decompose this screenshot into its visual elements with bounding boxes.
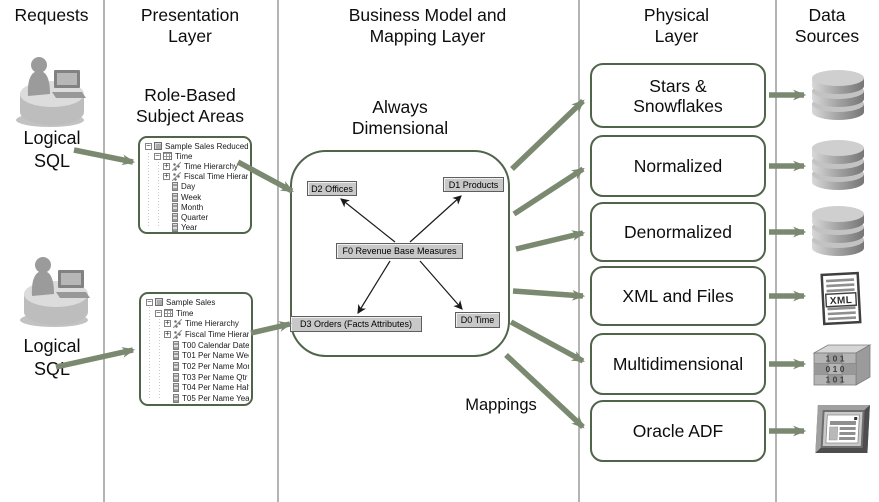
- expander-plus-icon: [163, 162, 170, 170]
- column-icon: [172, 223, 178, 232]
- column-icon: [173, 383, 179, 393]
- physical-box-oracle-adf: Oracle ADF: [590, 400, 766, 462]
- arrow-bmm-to-stars: [510, 99, 585, 171]
- physical-box-denormalized: Denormalized: [590, 202, 766, 262]
- arrow-bmm-to-adf: [504, 352, 585, 430]
- column-divider: [103, 0, 105, 502]
- tree-item: Quarter: [143, 212, 248, 222]
- column-icon: [172, 182, 178, 192]
- arrow-bmm-to-denormalized: [515, 230, 586, 252]
- binary-cube-icon: 1 0 1 0 1 0 1 0 1: [812, 344, 872, 386]
- column-icon: [173, 394, 179, 404]
- column-divider: [775, 0, 777, 502]
- logical-sql-label-1: Logical SQL: [23, 128, 81, 171]
- physical-box-normalized: Normalized: [590, 135, 766, 197]
- tree-item: T02 Per Name Month: [144, 361, 249, 372]
- tree-item: Time: [144, 308, 249, 319]
- tree-item: T04 Per Name Half: [144, 383, 249, 394]
- tree-item: Fiscal Time Hierarchy: [143, 172, 248, 182]
- tree-item: T03 Per Name Qtr: [144, 372, 249, 383]
- column-icon: [172, 202, 178, 212]
- arrow-bmm-to-multidimensional: [509, 319, 585, 364]
- tree-item: Time Hierarchy: [143, 161, 248, 171]
- expander-plus-icon: [164, 330, 171, 338]
- tree-item: Time Hierarchy: [144, 318, 249, 329]
- tree-item: Week: [143, 192, 248, 202]
- mappings-label: Mappings: [465, 396, 537, 414]
- header-data-sources: Data Sources: [794, 5, 860, 46]
- tree-item: Day: [143, 182, 248, 192]
- subject-area-icon: [154, 142, 162, 151]
- tree-item: Month: [143, 202, 248, 212]
- tree-guide-line: [158, 161, 159, 226]
- physical-box-multidimensional: Multidimensional: [590, 333, 766, 395]
- tree-item: Year: [143, 223, 248, 232]
- column-icon: [173, 340, 179, 350]
- binary-digits-row: 1 0 1: [826, 375, 845, 385]
- database-icon: [810, 206, 866, 256]
- column-icon: [172, 212, 178, 222]
- xml-file-icon: XML: [820, 271, 862, 326]
- header-physical-layer: Physical Layer: [643, 5, 710, 46]
- user-at-computer-icon: [16, 57, 86, 127]
- arrow-bmm-to-xml: [512, 288, 586, 301]
- column-icon: [173, 361, 179, 371]
- header-presentation-layer: Presentation Layer: [140, 5, 240, 46]
- subject-area-tree-1: Sample Sales Reduced Time Time Hierarchy…: [138, 136, 252, 234]
- tree-guide-line: [159, 318, 160, 398]
- role-based-subject-areas-label: Role-Based Subject Areas: [136, 85, 244, 126]
- header-business-model-mapping-layer: Business Model and Mapping Layer: [348, 5, 507, 46]
- tree-item: T05 Per Name Year: [144, 393, 249, 404]
- arrow-bmm-to-normalized: [512, 166, 585, 217]
- xml-text: XML: [830, 295, 853, 307]
- entity-d1-products: D1 Products: [443, 177, 504, 192]
- column-icon: [173, 372, 179, 382]
- entity-d0-time: D0 Time: [455, 312, 500, 328]
- expander-minus-icon: [145, 142, 152, 150]
- column-divider: [277, 0, 279, 502]
- hierarchy-icon: [172, 161, 181, 171]
- database-icon: [810, 70, 866, 120]
- entity-d2-offices: D2 Offices: [307, 181, 357, 196]
- table-icon: [163, 152, 172, 161]
- expander-minus-icon: [146, 298, 153, 306]
- tree-guide-line: [149, 307, 150, 398]
- column-icon: [172, 192, 178, 202]
- logical-sql-label-2: Logical SQL: [23, 336, 81, 379]
- hierarchy-icon: [173, 329, 182, 339]
- adf-screen-icon: [815, 405, 870, 453]
- expander-minus-icon: [155, 309, 162, 317]
- tree-item: Fiscal Time Hierarchy: [144, 329, 249, 340]
- tree-item: T00 Calendar Date: [144, 340, 249, 351]
- table-icon: [164, 309, 173, 318]
- entity-f0-revenue-base-measures: F0 Revenue Base Measures: [336, 243, 463, 259]
- expander-minus-icon: [154, 152, 161, 160]
- physical-box-stars-snowflakes: Stars & Snowflakes: [590, 63, 766, 128]
- physical-box-xml-and-files: XML and Files: [590, 266, 766, 326]
- arrow-tree2-to-bmm: [250, 321, 293, 336]
- tree-guide-line: [148, 151, 149, 226]
- expander-plus-icon: [164, 320, 171, 328]
- subject-area-tree-2: Sample Sales Time Time Hierarchy Fiscal …: [139, 292, 253, 406]
- column-icon: [173, 351, 179, 361]
- hierarchy-icon: [173, 319, 182, 329]
- tree-item: T01 Per Name Week: [144, 350, 249, 361]
- tree-item: Sample Sales: [144, 297, 249, 308]
- entity-d3-orders: D3 Orders (Facts Attributes): [290, 316, 422, 332]
- tree-item: Time: [143, 151, 248, 161]
- database-icon: [810, 140, 866, 190]
- always-dimensional-label: Always Dimensional: [351, 97, 449, 138]
- expander-plus-icon: [163, 173, 170, 181]
- binary-digits-row: 0 1 0: [826, 364, 845, 374]
- user-at-computer-icon: [20, 257, 90, 327]
- tree-item: Sample Sales Reduced: [143, 141, 248, 151]
- column-divider: [578, 0, 580, 502]
- hierarchy-icon: [172, 172, 181, 182]
- subject-area-icon: [155, 298, 163, 307]
- binary-digits-row: 1 0 1: [826, 353, 845, 363]
- header-requests: Requests: [14, 5, 89, 25]
